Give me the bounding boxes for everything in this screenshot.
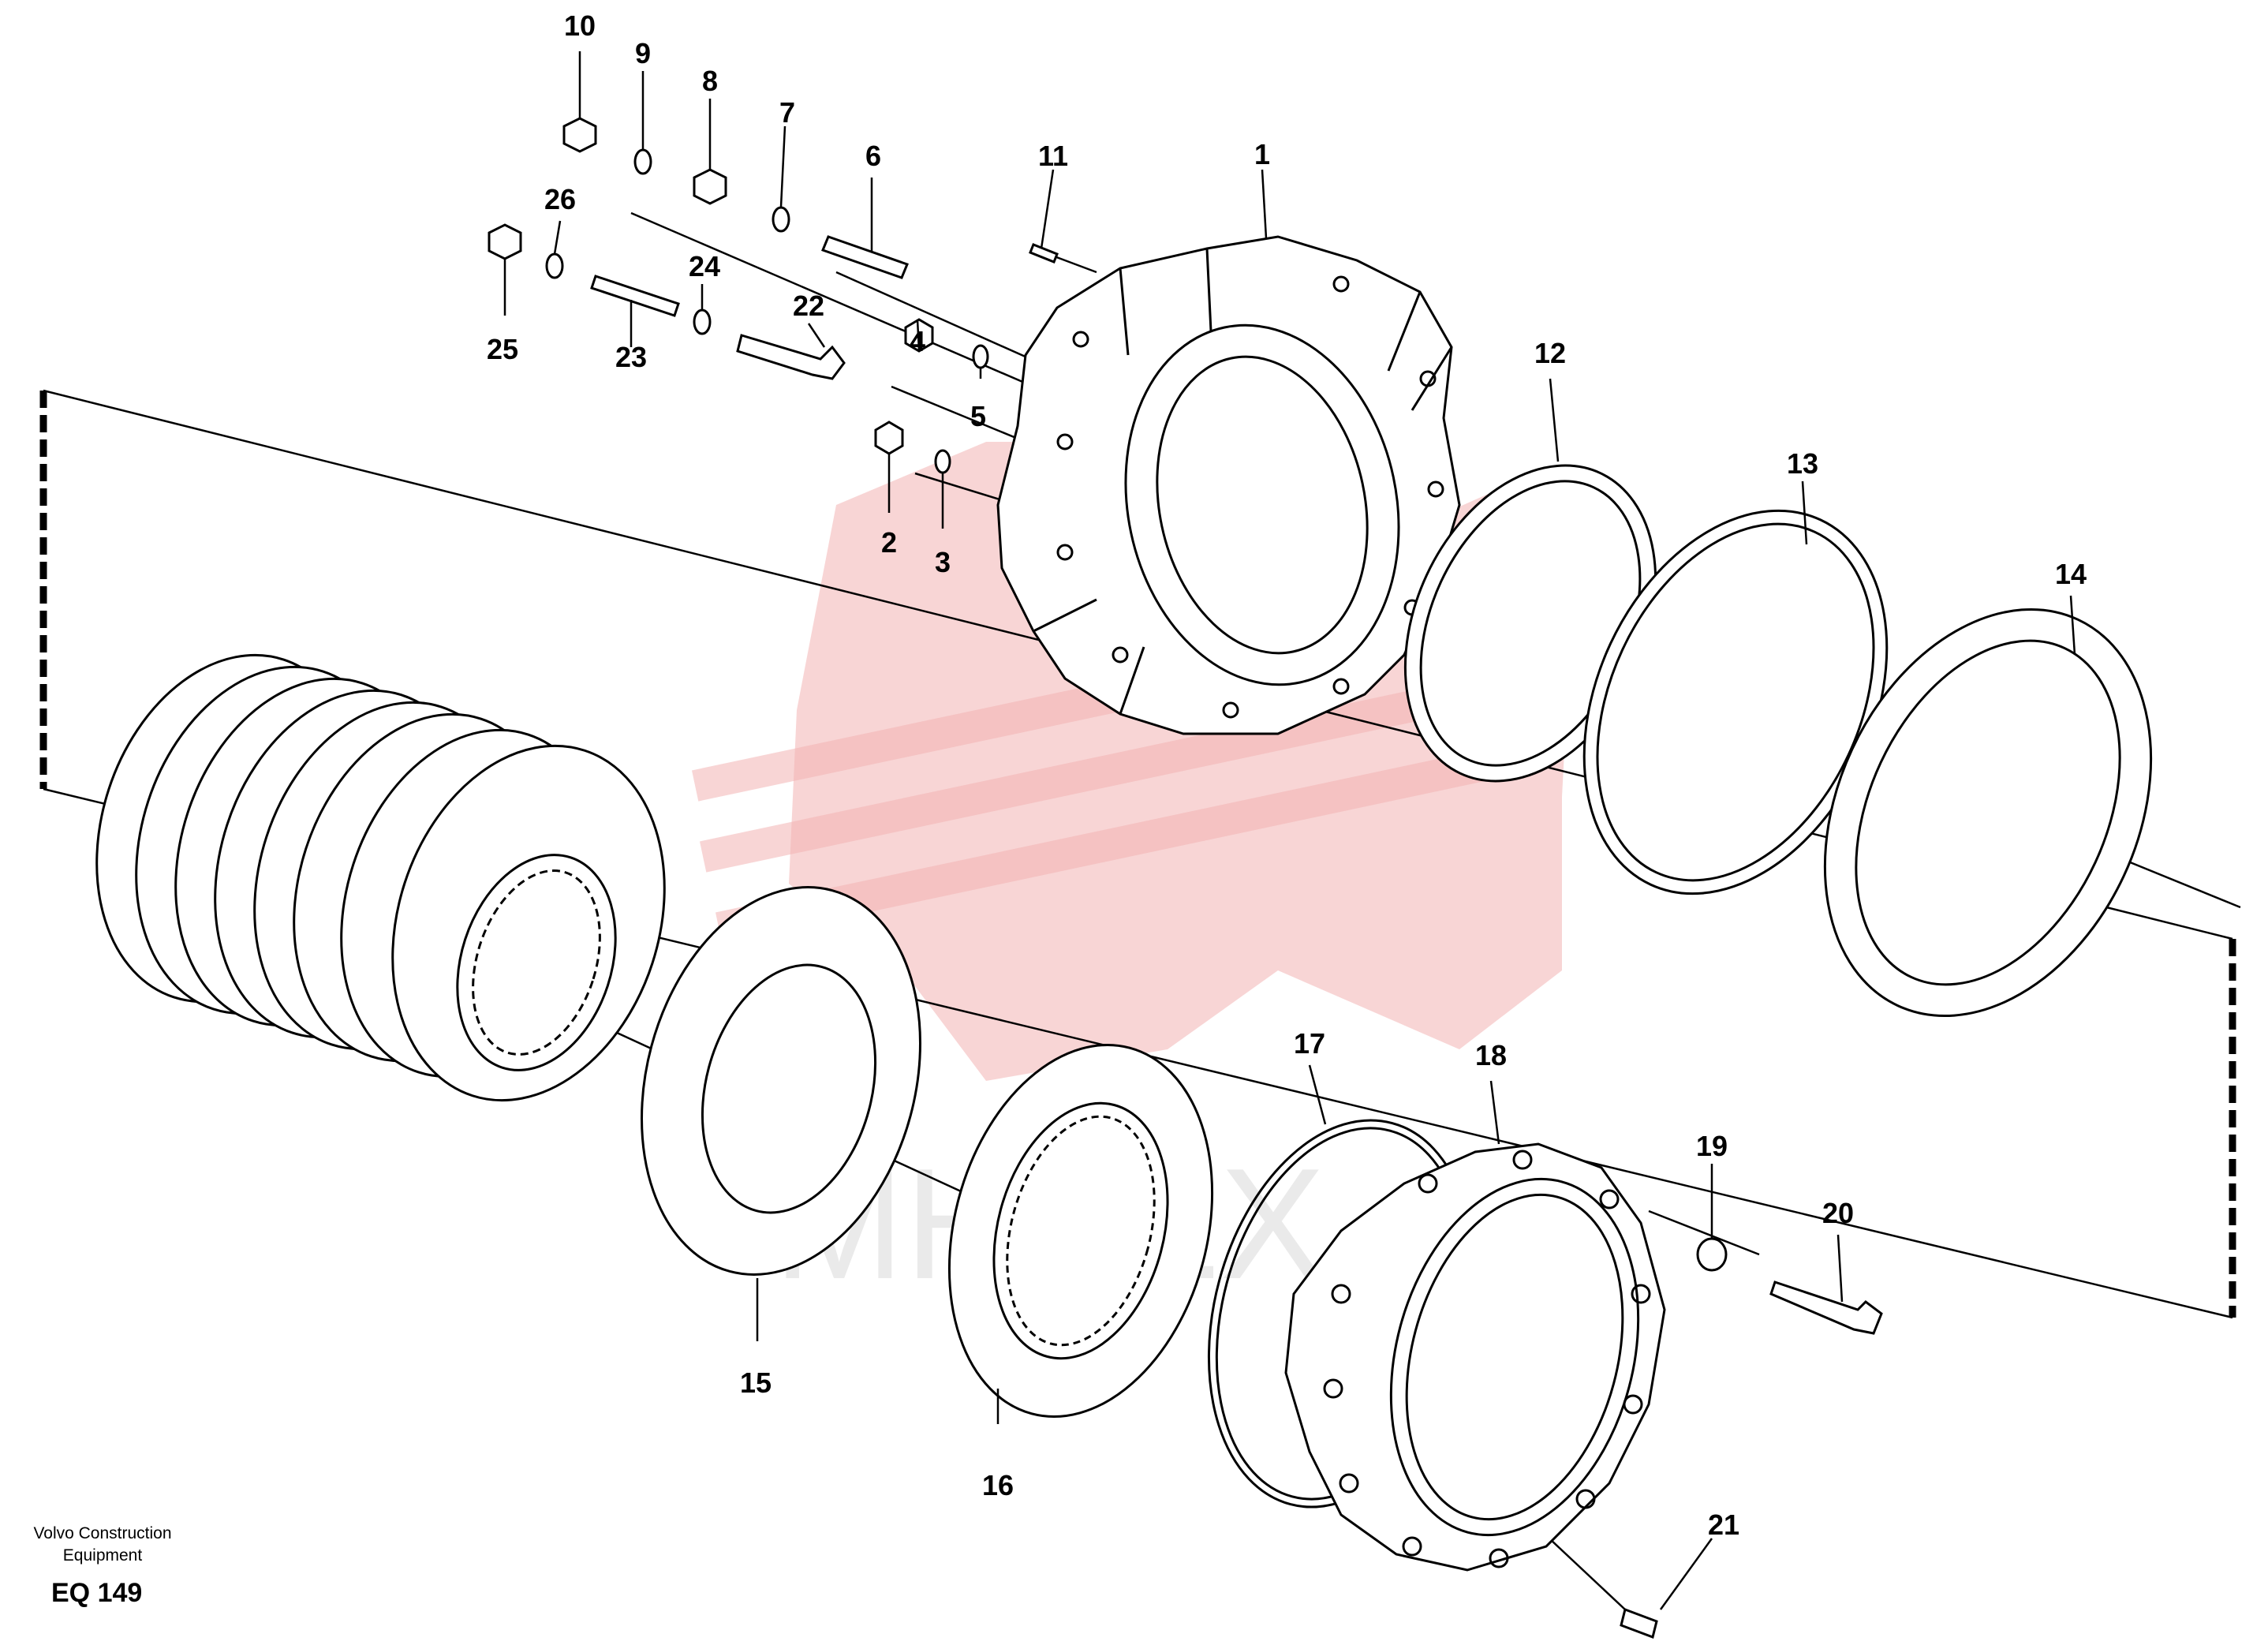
label-22: 22 [793, 290, 824, 322]
label-1: 1 [1254, 138, 1270, 170]
part-1-housing [996, 235, 1461, 735]
label-17: 17 [1294, 1027, 1325, 1060]
label-20: 20 [1822, 1197, 1854, 1229]
label-2: 2 [881, 526, 897, 559]
part-14-ring [1823, 608, 2153, 1018]
label-16: 16 [982, 1469, 1014, 1501]
label-4: 4 [910, 325, 925, 357]
label-13: 13 [1787, 447, 1818, 480]
company-line1: Volvo Construction [33, 1524, 171, 1542]
label-7: 7 [779, 96, 795, 129]
label-24: 24 [689, 250, 720, 282]
label-9: 9 [635, 37, 651, 69]
label-19: 19 [1696, 1130, 1728, 1162]
fasteners [488, 117, 1883, 1639]
label-25: 25 [487, 333, 518, 365]
label-6: 6 [865, 140, 881, 172]
label-3: 3 [935, 546, 951, 578]
label-5: 5 [970, 400, 986, 432]
part-15-plate [641, 886, 921, 1276]
label-15: 15 [740, 1366, 772, 1399]
label-21: 21 [1708, 1509, 1739, 1541]
label-12: 12 [1534, 337, 1566, 369]
label-14: 14 [2055, 558, 2087, 590]
part-18-cover [1284, 1142, 1666, 1572]
label-leaders [503, 51, 2076, 1610]
label-8: 8 [702, 65, 718, 97]
part-labels: 10 9 8 7 6 11 1 26 24 22 25 23 4 5 2 3 1… [487, 9, 2087, 1541]
diagram-code: EQ 149 [51, 1578, 142, 1608]
label-18: 18 [1475, 1039, 1507, 1071]
disc-stack [95, 653, 666, 1102]
label-11: 11 [1038, 140, 1068, 172]
company-line2: Equipment [63, 1546, 143, 1565]
label-23: 23 [615, 341, 647, 373]
part-16-disc [947, 1044, 1214, 1418]
footer: Volvo Construction Equipment EQ 149 [33, 1524, 171, 1608]
label-10: 10 [564, 9, 596, 42]
label-26: 26 [544, 183, 576, 215]
